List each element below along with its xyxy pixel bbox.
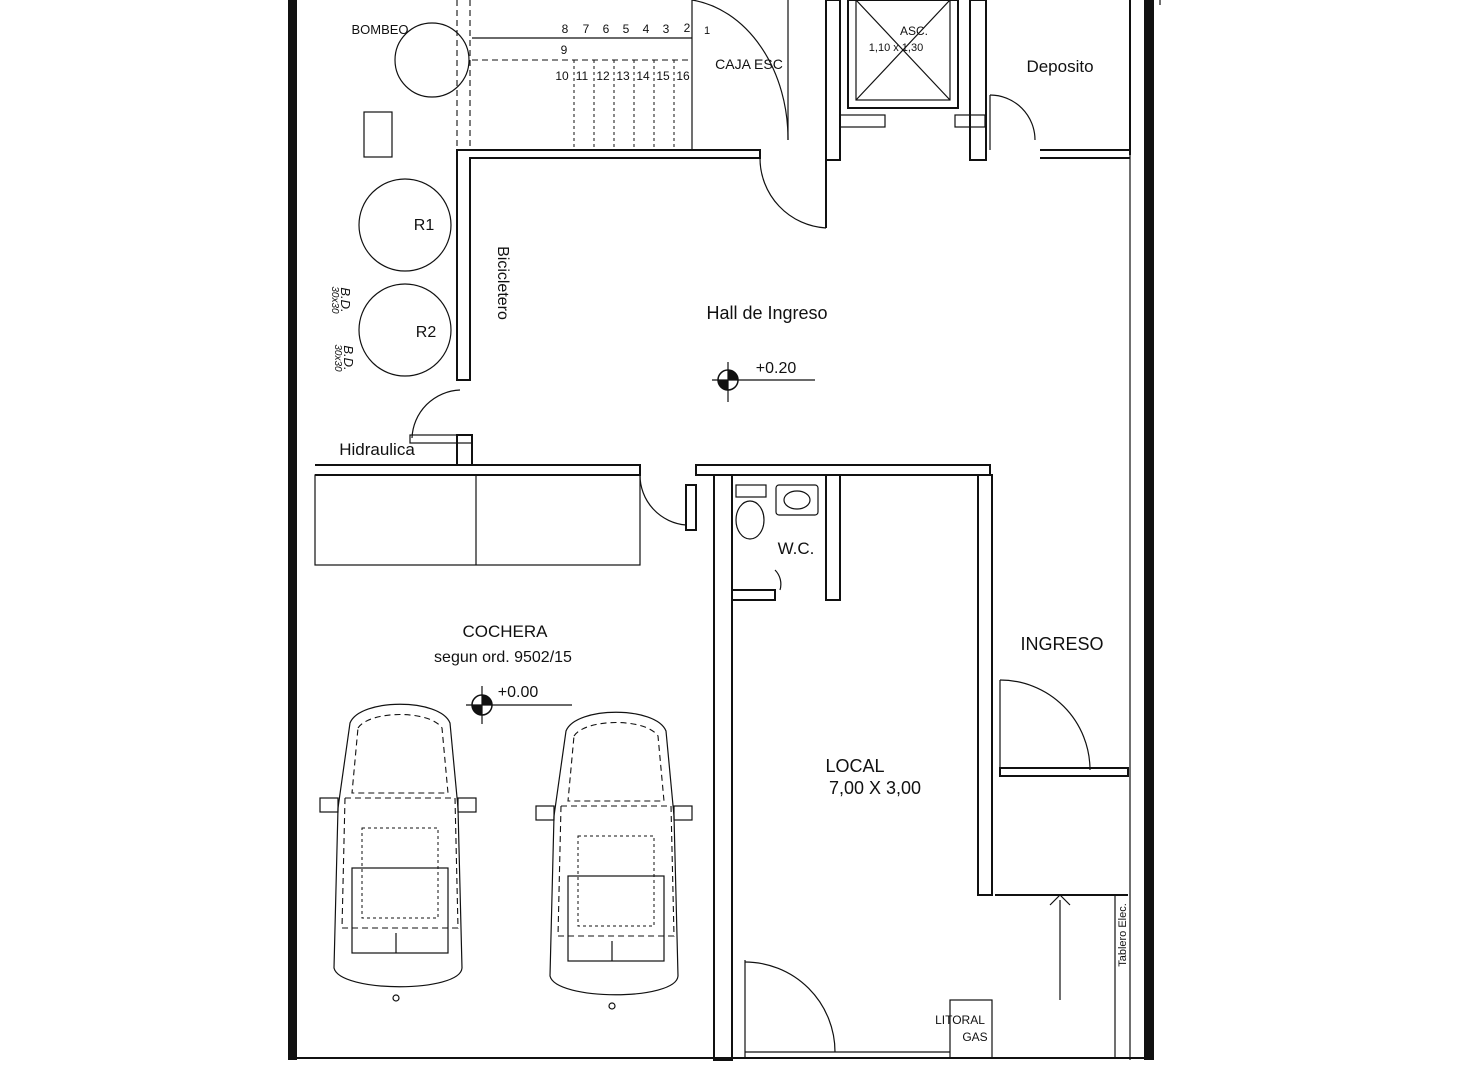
stair-core [456, 0, 1131, 381]
bicicletero-label: Bicicletero [494, 246, 511, 320]
caja-esc-label: CAJA ESC [715, 56, 783, 72]
wc-label: W.C. [778, 539, 815, 558]
hall-label: Hall de Ingreso [706, 303, 827, 323]
litoral-label: LITORAL [935, 1013, 985, 1027]
cochera-note-label: segun ord. 9502/15 [434, 649, 572, 666]
step-number: 13 [616, 69, 630, 83]
ingreso-label: INGRESO [1020, 634, 1103, 654]
step-number: 1 [704, 25, 710, 37]
bd-size-label-b: 30x30 [332, 344, 343, 372]
step-number: 14 [636, 69, 650, 83]
step-number: 6 [603, 22, 610, 36]
step-number: 8 [562, 22, 569, 36]
cochera-label: COCHERA [462, 622, 548, 641]
hall-level-label: +0.20 [756, 360, 797, 377]
step-number: 9 [561, 43, 568, 57]
step-number: 12 [596, 69, 610, 83]
step-number: 7 [583, 22, 590, 36]
pump-circle [394, 22, 470, 98]
bd-size-label-a: 30x30 [329, 286, 340, 314]
level-marker-hall [712, 362, 815, 402]
r1-label: R1 [414, 217, 435, 234]
car-left [319, 703, 477, 1002]
tank-r2 [358, 283, 452, 377]
hidraulica-label: Hidraulica [339, 440, 415, 459]
exterior-wall-right [1144, 0, 1154, 1060]
hidraulica-room [409, 389, 473, 466]
car-right [535, 711, 693, 1010]
r2-label: R2 [416, 324, 437, 341]
interior-walls [314, 464, 1129, 1061]
step-number: 4 [643, 22, 650, 36]
asc-size-label: 1,10 x 1,30 [869, 42, 923, 54]
stair-step-numbers: 8 7 6 5 4 3 2 1 9 10 11 12 13 14 15 16 [555, 21, 710, 83]
local-label: LOCAL [825, 756, 884, 776]
step-number: 16 [676, 69, 690, 83]
step-number: 10 [555, 69, 569, 83]
deposito-label: Deposito [1026, 57, 1093, 76]
wc-fixtures [735, 484, 819, 540]
meter-box [363, 111, 393, 158]
local-door [744, 960, 993, 1059]
bd-code-label-a: B.D. [338, 287, 353, 312]
step-number: 11 [576, 69, 589, 83]
bombeo-label: BOMBEO [351, 22, 408, 37]
asc-label: ASC. [900, 24, 928, 38]
tablero-label: Tablero Elec. [1117, 903, 1129, 967]
step-number: 3 [663, 22, 670, 36]
bd-code-label-b: B.D. [341, 345, 356, 370]
tank-r1 [358, 178, 452, 272]
gas-label: GAS [962, 1030, 987, 1044]
local-size-label: 7,00 X 3,00 [829, 778, 921, 798]
step-number: 2 [684, 21, 691, 35]
exterior-wall-left [288, 0, 297, 1060]
step-number: 15 [656, 69, 670, 83]
level-marker-cochera [466, 686, 572, 724]
step-number: 5 [623, 22, 630, 36]
cochera-level-label: +0.00 [498, 684, 539, 701]
